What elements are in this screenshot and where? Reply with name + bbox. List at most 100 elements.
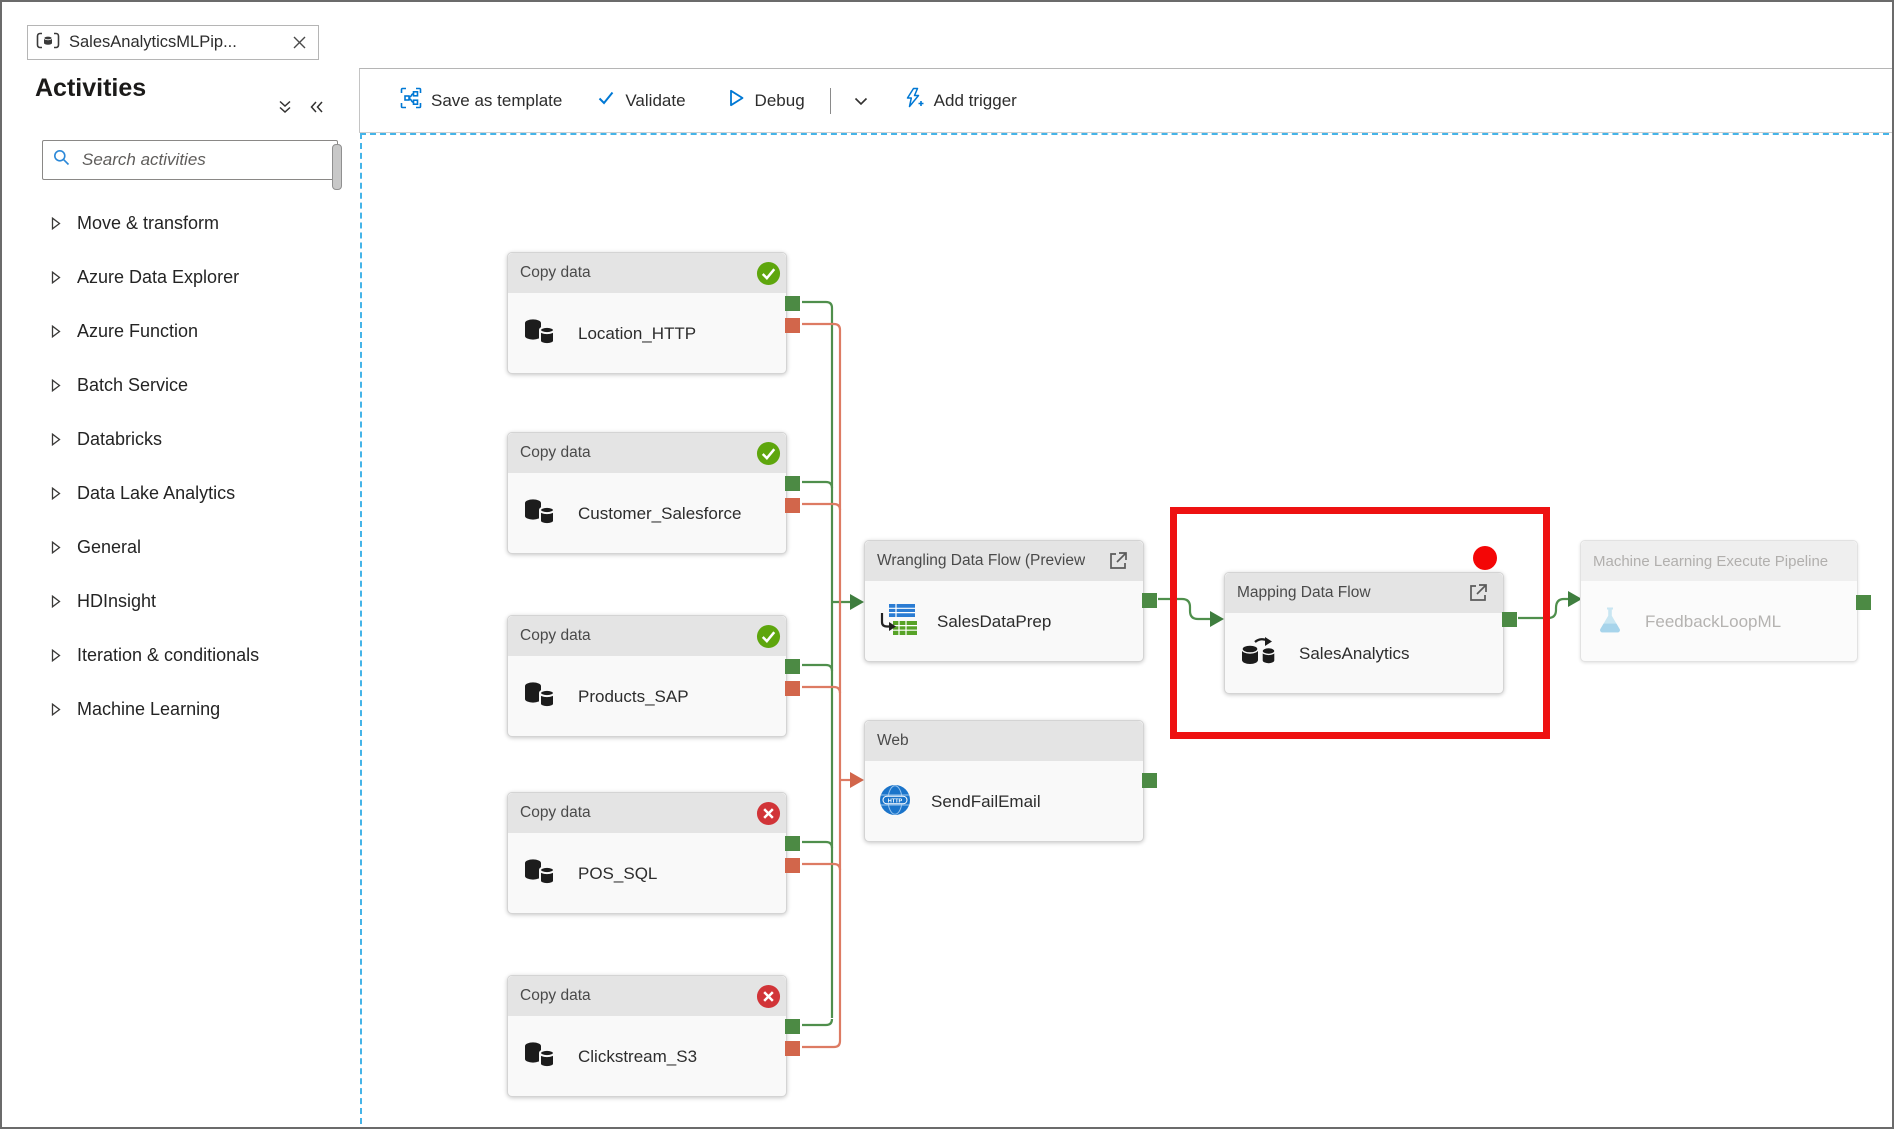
failure-output-port[interactable] bbox=[785, 498, 800, 513]
sidebar-item-batch-service[interactable]: Batch Service bbox=[4, 358, 359, 412]
svg-text:HTTP: HTTP bbox=[888, 798, 903, 804]
open-in-new-icon[interactable] bbox=[1106, 549, 1130, 573]
activity-node-pos-sql[interactable]: Copy data POS_SQL bbox=[507, 792, 800, 914]
failure-output-port[interactable] bbox=[785, 318, 800, 333]
failure-output-port[interactable] bbox=[785, 1041, 800, 1056]
chevron-right-icon bbox=[51, 378, 61, 392]
activity-node-location-http[interactable]: Copy data Location_HTTP bbox=[507, 252, 800, 374]
sidebar-item-label: Azure Function bbox=[77, 320, 199, 341]
node-header: Copy data bbox=[508, 253, 786, 293]
activity-node-products-sap[interactable]: Copy data Products_SAP bbox=[507, 615, 800, 737]
sidebar-item-databricks[interactable]: Databricks bbox=[4, 412, 359, 466]
node-name-label: FeedbackLoopML bbox=[1645, 612, 1782, 631]
sidebar-item-iteration-conditionals[interactable]: Iteration & conditionals bbox=[4, 628, 359, 682]
sidebar-item-general[interactable]: General bbox=[4, 520, 359, 574]
success-output-port[interactable] bbox=[785, 659, 800, 674]
activity-node-sendfailemail[interactable]: Web HTTP SendFailEmail bbox=[864, 720, 1157, 842]
sidebar-item-label: Databricks bbox=[77, 428, 163, 449]
node-type-label: Copy data bbox=[520, 987, 591, 1004]
failure-output-port[interactable] bbox=[785, 681, 800, 696]
sidebar-item-label: Batch Service bbox=[77, 374, 189, 395]
save-as-template-icon bbox=[400, 87, 422, 114]
sidebar-item-label: HDInsight bbox=[77, 590, 157, 611]
activity-node-clickstream-s3[interactable]: Copy data Clickstream_S3 bbox=[507, 975, 800, 1097]
chevron-right-icon bbox=[51, 216, 61, 230]
sidebar-item-azure-data-explorer[interactable]: Azure Data Explorer bbox=[4, 250, 359, 304]
node-header: Machine Learning Execute Pipeline bbox=[1581, 541, 1857, 581]
pipeline-icon bbox=[36, 32, 60, 54]
success-output-port[interactable] bbox=[1142, 773, 1157, 788]
chevron-right-icon bbox=[51, 594, 61, 608]
add-trigger-label: Add trigger bbox=[933, 90, 1017, 110]
success-status-icon bbox=[756, 624, 781, 649]
success-output-port[interactable] bbox=[785, 476, 800, 491]
success-output-port[interactable] bbox=[785, 836, 800, 851]
validate-button[interactable]: Validate bbox=[596, 88, 686, 113]
sidebar-item-label: Move & transform bbox=[77, 212, 220, 233]
node-name-label: POS_SQL bbox=[578, 864, 658, 883]
success-status-icon bbox=[756, 441, 781, 466]
node-type-label: Web bbox=[877, 732, 909, 749]
node-type-label: Copy data bbox=[520, 264, 591, 281]
chevron-down-icon[interactable] bbox=[852, 92, 870, 110]
copy-data-icon bbox=[522, 680, 558, 715]
node-header: Copy data bbox=[508, 793, 786, 833]
node-type-label: Copy data bbox=[520, 444, 591, 461]
node-name-label: Location_HTTP bbox=[578, 324, 697, 343]
success-output-port[interactable] bbox=[785, 296, 800, 311]
failure-output-port[interactable] bbox=[785, 858, 800, 873]
open-in-new-icon[interactable] bbox=[1466, 581, 1490, 605]
highlight-dot bbox=[1473, 546, 1497, 570]
chevron-right-icon bbox=[51, 486, 61, 500]
activity-category-list: Move & transform Azure Data Explorer Azu… bbox=[4, 196, 359, 736]
sidebar-item-move-transform[interactable]: Move & transform bbox=[4, 196, 359, 250]
collapse-all-icon[interactable] bbox=[276, 98, 294, 121]
debug-label: Debug bbox=[754, 90, 805, 110]
close-icon[interactable] bbox=[290, 34, 308, 52]
add-trigger-button[interactable]: Add trigger bbox=[903, 87, 1017, 114]
chevron-right-icon bbox=[51, 432, 61, 446]
save-as-template-button[interactable]: Save as template bbox=[400, 87, 562, 114]
pipeline-tab[interactable]: SalesAnalyticsMLPip... bbox=[27, 25, 319, 60]
sidebar-item-data-lake-analytics[interactable]: Data Lake Analytics bbox=[4, 466, 359, 520]
sidebar-item-hdinsight[interactable]: HDInsight bbox=[4, 574, 359, 628]
activity-node-salesdataprep[interactable]: Wrangling Data Flow (Preview SalesDataPr… bbox=[864, 540, 1157, 662]
collapse-panel-icon[interactable] bbox=[307, 98, 325, 121]
success-output-port[interactable] bbox=[1856, 595, 1871, 610]
activity-node-feedbackloopml[interactable]: Machine Learning Execute Pipeline Feedba… bbox=[1580, 540, 1871, 662]
sidebar-item-label: Iteration & conditionals bbox=[77, 644, 260, 665]
node-header: Web bbox=[865, 721, 1143, 761]
checkmark-icon bbox=[596, 88, 616, 113]
lightning-plus-icon bbox=[903, 87, 925, 114]
activity-node-customer-salesforce[interactable]: Copy data Customer_Salesforce bbox=[507, 432, 800, 554]
search-input[interactable] bbox=[80, 149, 329, 171]
node-name-label: SalesAnalytics bbox=[1299, 644, 1410, 663]
chevron-right-icon bbox=[51, 324, 61, 338]
machine-learning-flask-icon bbox=[1595, 605, 1625, 640]
mapping-data-flow-icon bbox=[1239, 636, 1279, 673]
node-name-label: Products_SAP bbox=[578, 687, 689, 706]
node-type-label: Machine Learning Execute Pipeline bbox=[1593, 552, 1829, 570]
sidebar-item-azure-function[interactable]: Azure Function bbox=[4, 304, 359, 358]
node-type-label: Copy data bbox=[520, 627, 591, 644]
copy-data-icon bbox=[522, 497, 558, 532]
chevron-right-icon bbox=[51, 540, 61, 554]
search-icon bbox=[53, 149, 70, 171]
success-output-port[interactable] bbox=[1142, 593, 1157, 608]
node-type-label: Mapping Data Flow bbox=[1237, 584, 1371, 601]
sidebar-item-machine-learning[interactable]: Machine Learning bbox=[4, 682, 359, 736]
canvas-toolbar: Save as template Validate Debug bbox=[359, 68, 1892, 133]
node-name-label: SendFailEmail bbox=[931, 792, 1041, 811]
save-as-template-label: Save as template bbox=[431, 90, 563, 110]
activity-node-salesanalytics[interactable]: Mapping Data Flow SalesAnalytics bbox=[1224, 572, 1517, 694]
chevron-right-icon bbox=[51, 648, 61, 662]
wrangling-data-flow-icon bbox=[879, 603, 917, 642]
success-output-port[interactable] bbox=[785, 1019, 800, 1034]
copy-data-icon bbox=[522, 317, 558, 352]
sidebar-scrollbar-thumb[interactable] bbox=[332, 144, 342, 190]
success-output-port[interactable] bbox=[1502, 612, 1517, 627]
web-http-icon: HTTP bbox=[879, 784, 911, 821]
sidebar-item-label: Data Lake Analytics bbox=[77, 482, 236, 503]
activities-title: Activities bbox=[35, 74, 147, 102]
debug-button[interactable]: Debug bbox=[726, 88, 805, 113]
